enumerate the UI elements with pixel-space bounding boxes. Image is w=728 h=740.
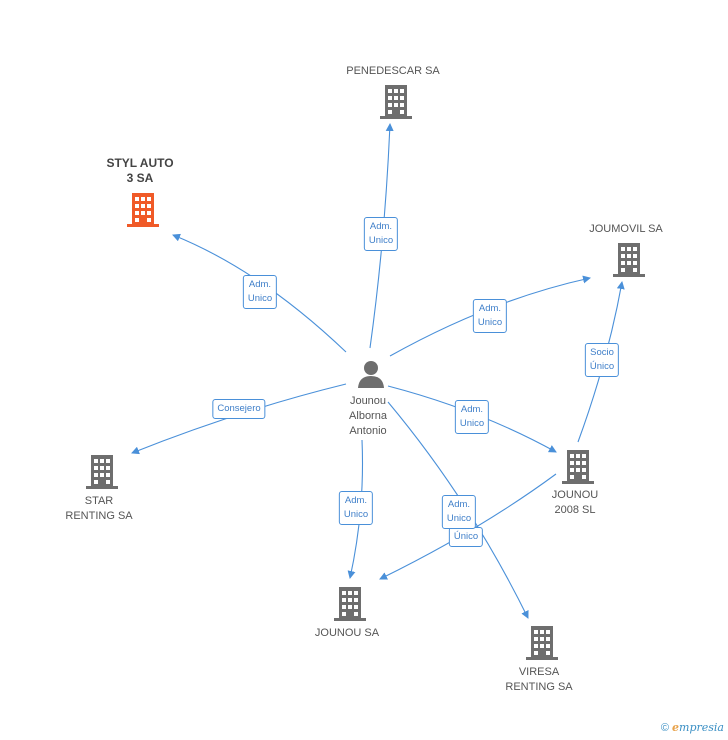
edge-label-to-star: Consejero <box>212 399 266 419</box>
jounou-sa-label[interactable]: JOUNOU SA <box>314 627 380 639</box>
edge-label-line2: Unico <box>368 235 394 246</box>
person-icon[interactable] <box>356 360 386 388</box>
brand-logo-rest: mpresia <box>679 721 724 734</box>
edge-label-line1: Adm. <box>248 279 272 290</box>
edge-label-jounou2008-to-jounou-sa: Único <box>448 527 484 547</box>
edge-label-to-viresa: Adm. Unico <box>441 495 477 529</box>
edge-label-line1: Adm. <box>478 303 502 314</box>
edge-label-to-styl: Adm. Unico <box>242 275 278 309</box>
penedescar-label[interactable]: PENEDESCAR SA <box>346 65 440 77</box>
joumovil-label[interactable]: JOUMOVIL SA <box>589 223 663 235</box>
styl-auto-label-line2: 3 SA <box>126 171 154 185</box>
edge-label-line2: Único <box>589 361 615 372</box>
edge-label-to-joumovil: Adm. Unico <box>472 299 508 333</box>
star-renting-label-line1: STAR <box>84 495 114 507</box>
edge-label-jounou2008-to-joumovil: Socio Único <box>584 343 620 377</box>
jounou-sa-building-icon[interactable] <box>334 587 366 621</box>
person-label-line3: Antonio <box>349 425 387 437</box>
brand-logo-e: e <box>672 721 680 734</box>
star-renting-label[interactable]: STAR RENTING SA <box>65 494 132 524</box>
edge-label-line2: Unico <box>446 513 472 524</box>
star-renting-building-icon[interactable] <box>86 455 118 489</box>
person-label-line1: Jounou <box>349 395 387 407</box>
jounou-2008-label-line2: 2008 SL <box>554 504 596 516</box>
joumovil-building-icon[interactable] <box>613 243 645 277</box>
edge-label-line2: Unico <box>343 509 369 520</box>
styl-auto-label-line1: STYL AUTO <box>106 156 174 170</box>
edge-label-to-jounou-sa: Adm. Unico <box>338 491 374 525</box>
edge-label-line1: Adm. <box>369 221 393 232</box>
edge-label-line1: Adm. <box>447 499 471 510</box>
penedescar-building-icon[interactable] <box>380 85 412 119</box>
person-label-line2: Alborna <box>349 410 387 422</box>
brand-logo: empresia <box>672 721 724 734</box>
edge-label-to-jounou2008: Adm. Unico <box>454 400 490 434</box>
edge-label-line1: Socio <box>590 347 614 358</box>
viresa-label-line2: RENTING SA <box>505 681 573 693</box>
star-renting-label-line2: RENTING SA <box>65 510 133 522</box>
edge-label-line1: Único <box>453 531 479 542</box>
edge-label-line1: Adm. <box>344 495 368 506</box>
styl-auto-building-icon[interactable] <box>127 193 159 227</box>
edge-label-line1: Consejero <box>217 403 261 414</box>
footer-brand[interactable]: © empresia <box>661 721 724 734</box>
styl-auto-label[interactable]: STYL AUTO 3 SA <box>106 156 173 186</box>
viresa-building-icon[interactable] <box>526 626 558 660</box>
edge-label-line2: Unico <box>477 317 503 328</box>
edge-label-to-penedescar: Adm. Unico <box>363 217 399 251</box>
person-label[interactable]: Jounou Alborna Antonio <box>349 394 387 439</box>
edge-label-line2: Unico <box>247 293 273 304</box>
edge-label-line1: Adm. <box>460 404 484 415</box>
viresa-label-line1: VIRESA <box>518 666 560 678</box>
viresa-label[interactable]: VIRESA RENTING SA <box>505 665 572 695</box>
jounou-2008-label[interactable]: JOUNOU 2008 SL <box>552 488 598 518</box>
copyright-symbol: © <box>660 722 669 734</box>
jounou-2008-building-icon[interactable] <box>562 450 594 484</box>
jounou-2008-label-line1: JOUNOU <box>551 489 599 501</box>
edge-label-line2: Unico <box>459 418 485 429</box>
